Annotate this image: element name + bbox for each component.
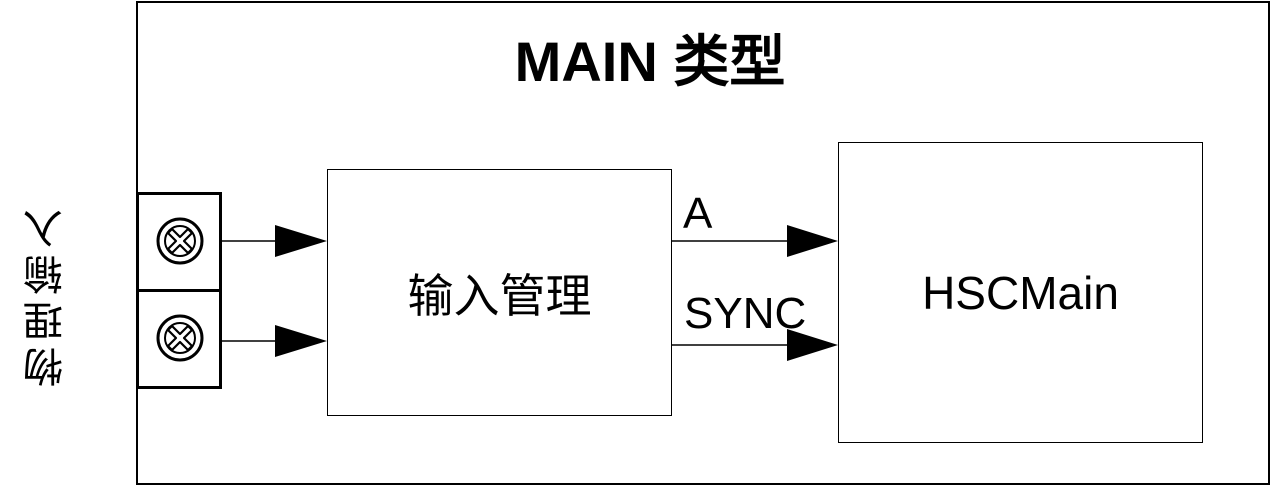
screw-terminal-icon — [156, 314, 204, 362]
physical-input-label: 物理输入 — [25, 203, 69, 387]
hscmain-label: HSCMain — [922, 266, 1119, 319]
terminal-block-2 — [136, 289, 222, 389]
input-management-block: 输入管理 — [327, 169, 672, 416]
terminal-block-1 — [136, 192, 222, 292]
hscmain-block: HSCMain — [838, 142, 1203, 443]
signal-label-sync: SYNC — [684, 289, 807, 338]
signal-label-a: A — [683, 189, 713, 238]
diagram-title: MAIN 类型 — [514, 30, 786, 93]
input-management-label: 输入管理 — [407, 269, 592, 322]
screw-terminal-icon — [156, 217, 204, 265]
